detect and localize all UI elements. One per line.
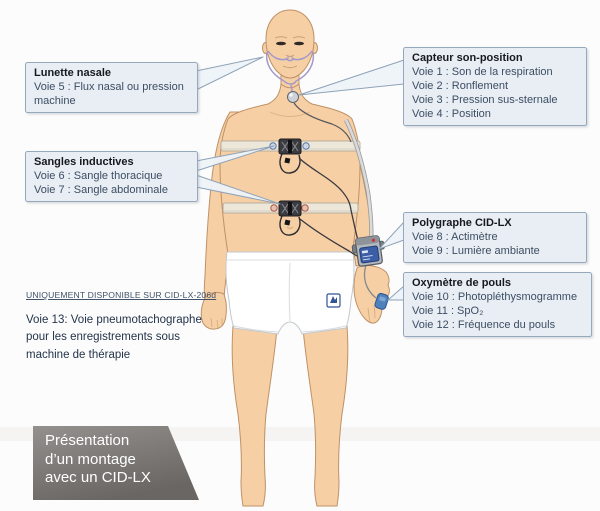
thoracic-buckle (278, 138, 302, 155)
navel (286, 226, 294, 229)
abdominal-ring-left (270, 204, 278, 212)
thoracic-connector (284, 157, 291, 164)
face-lines (274, 36, 306, 69)
callout-line: Voie 4 : Position (412, 108, 491, 121)
thoracic-strap (220, 138, 361, 174)
beam-polygraphe (378, 221, 405, 250)
device-indicator-dot (371, 238, 376, 242)
callout-title: Polygraphe CID-LX (412, 217, 512, 229)
sensor-wires (293, 102, 377, 299)
shorts (225, 251, 355, 335)
callout-capteur-son-position: Capteur son-position Voie 1 : Son de la … (403, 47, 587, 127)
beam-oxymetre (387, 285, 405, 301)
beam-capteur (298, 59, 405, 96)
callout-title: Sangles inductives (34, 156, 134, 168)
abdominal-buckle (278, 200, 302, 217)
callout-line: Voie 1 : Son de la respiration (412, 66, 553, 79)
shorts-logo (326, 293, 341, 308)
banner-shape (33, 426, 199, 500)
thoracic-wire-loop (279, 153, 301, 174)
callout-line: Voie 12 : Fréquence du pouls (412, 319, 556, 332)
voie13-line: pour les enregistrements sous (26, 331, 181, 344)
voie13-line: Voie 13: Voie pneumotachographe (26, 314, 202, 326)
thoracic-ring-right (302, 142, 310, 150)
abdominal-wire-loop (279, 215, 301, 236)
slide-title-line: d’un montage (45, 450, 136, 468)
callout-line: Voie 6 : Sangle thoracique (34, 170, 163, 183)
head (265, 9, 315, 79)
wrist-polygraph-device (351, 235, 385, 267)
callout-line: Voie 9 : Lumière ambiante (412, 245, 540, 258)
voie13-note: Voie 13: Voie pneumotachographe pour les… (26, 312, 216, 364)
callout-oxymetre-de-pouls: Oxymètre de pouls Voie 10 : Photopléthys… (403, 272, 592, 338)
right-leg (302, 325, 349, 507)
callout-title: Capteur son-position (412, 52, 523, 64)
callout-line: Voie 10 : Photopléthysmogramme (412, 291, 578, 304)
abdominal-ring-right (301, 204, 309, 212)
callout-line: Voie 5 : Flux nasal ou pression machine (34, 81, 184, 108)
left-leg (231, 325, 278, 507)
callout-sangles-inductives: Sangles inductives Voie 6 : Sangle thora… (25, 151, 198, 203)
shorts-seams (227, 259, 353, 333)
slide-title: Présentation d’un montage avec un CID-LX (45, 432, 151, 488)
callout-line: Voie 7 : Sangle abdominale (34, 184, 168, 197)
abdominal-connector (284, 219, 291, 226)
beam-lunette (195, 56, 264, 91)
sternum-sound-sensor (287, 91, 299, 103)
oximeter-cable (363, 264, 377, 299)
finger-pulse-oximeter (374, 292, 389, 310)
callout-line: Voie 2 : Ronflement (412, 80, 509, 93)
restriction-note: UNIQUEMENT DISPONIBLE SUR CID-LX-206d (26, 290, 217, 300)
callout-title: Lunette nasale (34, 67, 112, 79)
callout-line: Voie 8 : Actimètre (412, 231, 498, 244)
voie13-line: machine de thérapie (26, 348, 131, 361)
right-eye (294, 41, 304, 46)
slide-title-line: avec un CID-LX (45, 469, 151, 486)
callout-lunette-nasale: Lunette nasale Voie 5 : Flux nasal ou pr… (25, 62, 198, 114)
sternum-sensor-wire (293, 102, 352, 143)
callout-beams (195, 56, 405, 301)
thoracic-exit-wire (298, 157, 361, 249)
callout-line: Voie 3 : Pression sus-sternale (412, 94, 558, 107)
finger-lines (210, 304, 376, 329)
device-screen (359, 245, 380, 264)
callout-line: Voie 11 : SpO₂ (412, 305, 484, 318)
callout-title: Oxymètre de pouls (412, 277, 512, 289)
face (276, 41, 304, 46)
slide-title-line: Présentation (45, 432, 130, 449)
abdominal-strap (222, 200, 359, 236)
callout-polygraphe-cid-lx: Polygraphe CID-LX Voie 8 : Actimètre Voi… (403, 212, 587, 264)
